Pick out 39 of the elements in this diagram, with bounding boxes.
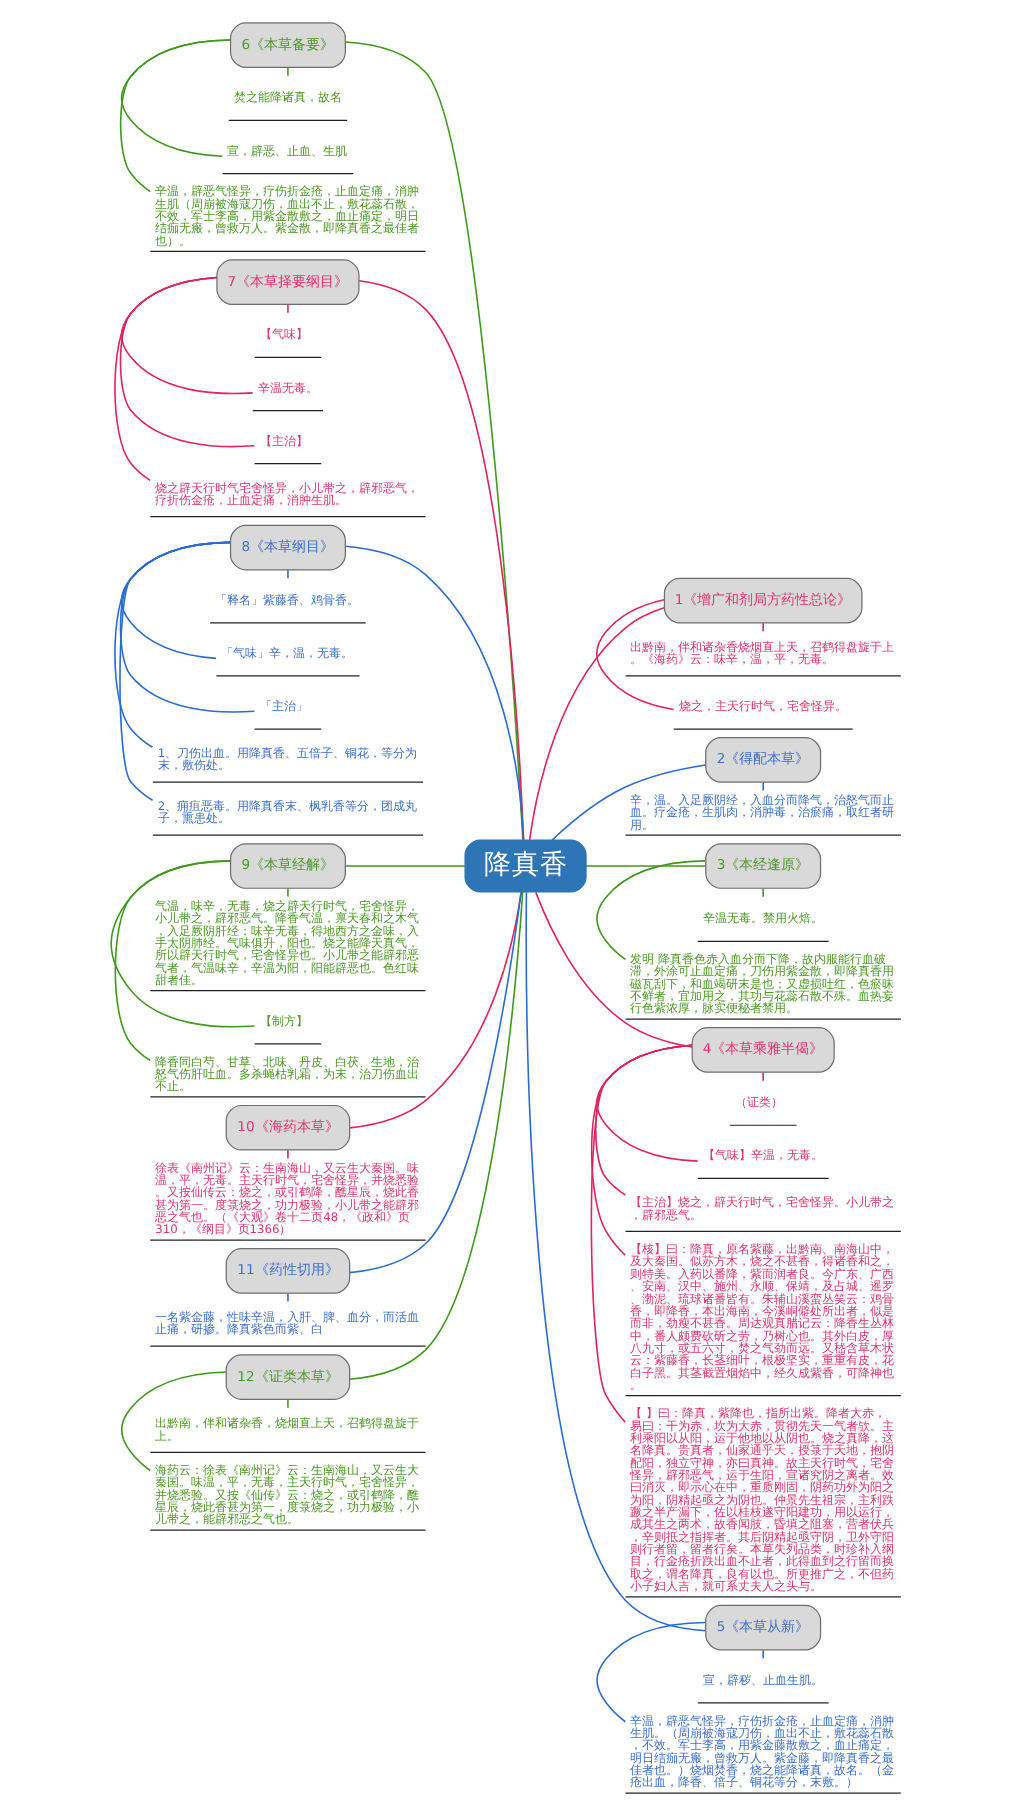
connector bbox=[119, 1370, 226, 1471]
connector bbox=[534, 890, 692, 1047]
connector bbox=[343, 40, 523, 840]
connector bbox=[524, 890, 706, 1631]
node-box: 降真香 bbox=[463, 838, 586, 892]
connector bbox=[761, 1648, 763, 1659]
connector bbox=[118, 275, 255, 447]
connector bbox=[595, 859, 706, 960]
connector bbox=[286, 1148, 288, 1159]
connector bbox=[113, 540, 231, 747]
connector bbox=[286, 302, 288, 313]
connector bbox=[119, 38, 231, 157]
connector bbox=[118, 540, 231, 801]
connector bbox=[118, 540, 255, 712]
connector bbox=[118, 38, 231, 192]
connector bbox=[761, 886, 763, 897]
connector bbox=[584, 864, 706, 866]
connector bbox=[343, 544, 524, 840]
connector bbox=[286, 1397, 288, 1408]
connector bbox=[348, 890, 523, 1380]
connector bbox=[761, 621, 763, 632]
connector bbox=[594, 597, 674, 710]
connector bbox=[594, 1043, 698, 1161]
connector bbox=[343, 864, 465, 866]
connector bbox=[286, 568, 288, 579]
connector bbox=[550, 763, 706, 840]
connector bbox=[119, 540, 231, 659]
connector bbox=[595, 1620, 706, 1722]
connector bbox=[527, 606, 664, 840]
connector bbox=[286, 1291, 288, 1302]
connector bbox=[761, 1070, 763, 1081]
connector bbox=[347, 890, 521, 1273]
connector bbox=[761, 780, 763, 791]
connector bbox=[109, 859, 255, 1027]
connector bbox=[286, 65, 288, 76]
connector bbox=[348, 890, 522, 1128]
connector bbox=[286, 886, 288, 897]
connector bbox=[119, 275, 253, 394]
connector bbox=[357, 278, 524, 840]
